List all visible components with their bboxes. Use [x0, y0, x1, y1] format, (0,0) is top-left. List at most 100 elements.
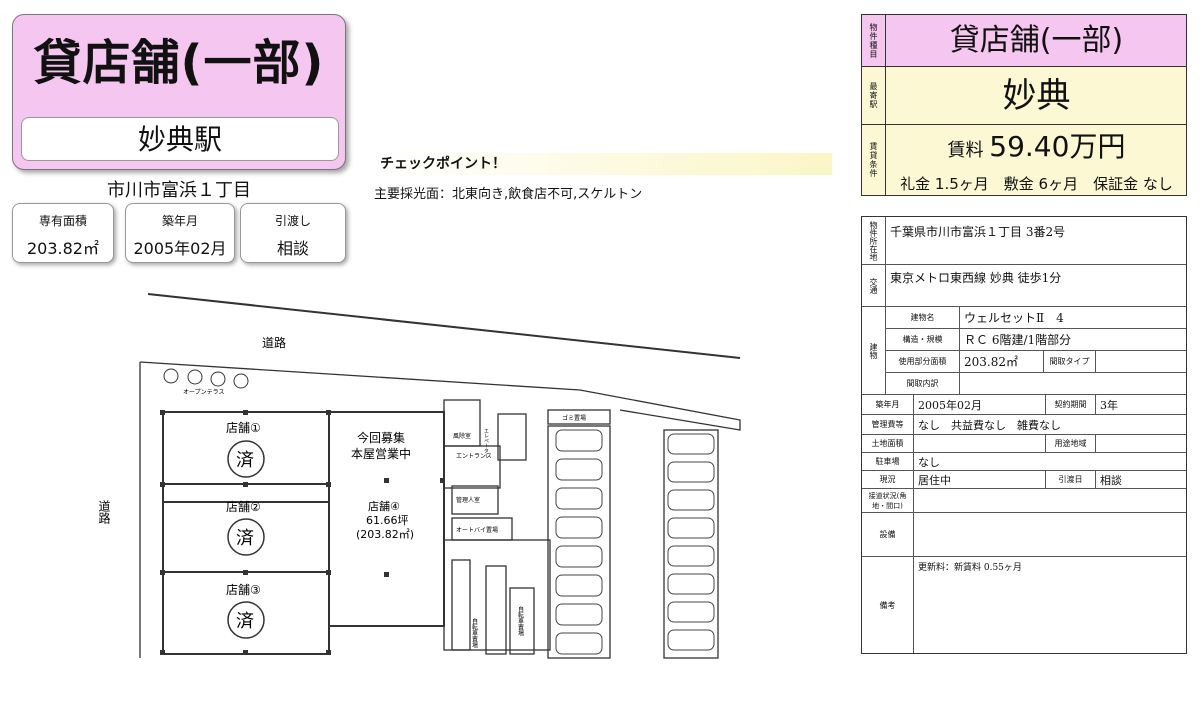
location-label: 物件所在地: [862, 217, 886, 264]
built-chip-label: 築年月: [161, 214, 198, 228]
equip-label: 設備: [862, 513, 914, 556]
area-label: 使用部分面積: [886, 351, 960, 372]
summary-terms-label: 賃貸条件: [862, 125, 886, 195]
parked-car: [555, 574, 603, 597]
parked-car: [667, 433, 715, 455]
equip-row: 設備: [862, 513, 1186, 557]
building-name-label: 建物名: [886, 307, 960, 328]
parked-car: [555, 603, 603, 626]
plan-road-left: 道路: [97, 500, 111, 525]
parking-label: 駐車場: [862, 453, 914, 470]
notes-row: 備考 更新料：新賃料 0.55ヶ月: [862, 557, 1186, 653]
handover-chip: 引渡し 相談: [240, 203, 346, 263]
shop3-stamp: 済: [236, 611, 254, 632]
room-management: 管理人室: [456, 496, 480, 504]
parking-row: 駐車場 なし: [862, 453, 1186, 471]
parking-cars-left: [555, 429, 603, 655]
parked-car: [555, 545, 603, 568]
parked-car: [555, 632, 603, 655]
area-chip-label: 専有面積: [38, 214, 87, 228]
summary-type-value: 貸店舗(一部): [949, 23, 1124, 58]
built-label: 築年月: [862, 395, 914, 414]
structure-label: 構造・規模: [886, 329, 960, 350]
area-value: 203.82㎡: [960, 351, 1044, 372]
land-row: 土地面積 用途地域: [862, 435, 1186, 453]
notes-value: 更新料：新賃料 0.55ヶ月: [918, 563, 1022, 573]
contract-label: 契約期間: [1046, 395, 1096, 414]
summary-box: 物件種目 貸店舗(一部) 最寄駅 妙典 賃貸条件 賃料 59.40万円 礼金 1…: [861, 14, 1187, 196]
handover-value: 相談: [1100, 473, 1122, 487]
transport-label: 交通: [862, 265, 886, 306]
room-waiting: 風除室: [453, 432, 471, 440]
station-name: 妙典駅: [21, 117, 339, 161]
mgmt-value: なし 共益費なし 雑費なし: [918, 418, 1061, 432]
summary-type-label: 物件種目: [862, 15, 886, 66]
room-elevator: エレベーター: [483, 428, 489, 458]
layout-type-label: 間取タイプ: [1044, 351, 1096, 372]
parked-car: [667, 517, 715, 539]
built-row: 築年月 2005年02月 契約期間 3年: [862, 395, 1186, 415]
shop1-stamp: 済: [236, 450, 254, 471]
title-card: 貸店舗(一部) 妙典駅: [12, 14, 346, 170]
room-entrance: エントランス: [456, 453, 492, 460]
summary-station-label: 最寄駅: [862, 67, 886, 124]
shop1-stamp-circle: [227, 440, 265, 478]
building-label: 建物: [862, 307, 886, 394]
notes-label: 備考: [862, 557, 914, 653]
terms-line: 礼金 1.5ヶ月 敷金 6ヶ月 保証金 なし: [900, 175, 1173, 193]
parked-car: [667, 545, 715, 567]
rent-value: 59.40万円: [989, 130, 1126, 163]
shop2-stamp-circle: [227, 518, 265, 556]
summary-terms-row: 賃貸条件 賃料 59.40万円 礼金 1.5ヶ月 敷金 6ヶ月 保証金 なし: [862, 125, 1186, 195]
room-bicycle2: 自転車置場: [517, 605, 524, 637]
area-row: 使用部分面積 203.82㎡ 間取タイプ: [886, 351, 1186, 373]
building-name-row: 建物名 ウェルセットⅡ 4: [886, 307, 1186, 329]
location-row: 物件所在地 千葉県市川市富浜１丁目 3番2号: [862, 217, 1186, 265]
rent-label: 賃料: [947, 140, 984, 161]
road-label: 接道状況(角地・間口): [862, 489, 914, 512]
property-type-title: 貸店舗(一部): [33, 35, 325, 91]
built-value: 2005年02月: [914, 395, 1046, 414]
recruit-line1: 今回募集: [357, 430, 405, 445]
parked-car: [667, 601, 715, 623]
shop3-stamp-circle: [227, 601, 265, 639]
land-label: 土地面積: [862, 435, 914, 452]
shop4-sqm: (203.82㎡): [356, 528, 414, 541]
plan-road-top: 道路: [262, 335, 286, 350]
shop3-name: 店舗③: [226, 583, 261, 597]
shop4-name: 店舗④: [368, 499, 400, 513]
contract-value: 3年: [1100, 398, 1118, 412]
shop4-tsubo: 61.66坪: [366, 514, 409, 527]
summary-station-row: 最寄駅 妙典: [862, 67, 1186, 125]
room-bike: オートバイ置場: [456, 526, 498, 534]
shop2-name: 店舗②: [226, 500, 261, 514]
parked-car: [667, 489, 715, 511]
status-row: 現況 居住中 引渡日 相談: [862, 471, 1186, 489]
parked-car: [555, 516, 603, 539]
summary-terms-cell: 賃料 59.40万円 礼金 1.5ヶ月 敷金 6ヶ月 保証金 なし: [887, 125, 1186, 195]
built-chip-value: 2005年02月: [133, 239, 227, 258]
shop2-stamp: 済: [236, 528, 254, 549]
checkpoint-text: 主要採光面：北東向き,飲食店不可,スケルトン: [374, 187, 643, 202]
parking-cars-right: [667, 433, 715, 651]
summary-type-row: 物件種目 貸店舗(一部): [862, 15, 1186, 67]
floor-plan: 道路 道路 オープンテラス 店舗① 済 店舗② 済 店舗③ 済 今回募集 本屋営…: [97, 293, 741, 659]
parking-value: なし: [918, 455, 940, 469]
built-chip: 築年月 2005年02月: [125, 203, 235, 263]
parked-car: [555, 429, 603, 452]
transport-value: 東京メトロ東西線 妙典 徒歩1分: [890, 271, 1062, 285]
address-short: 市川市富浜１丁目: [107, 180, 251, 201]
status-label: 現況: [862, 471, 914, 488]
layout-detail-row: 間取内訳: [886, 373, 1186, 395]
location-value: 千葉県市川市富浜１丁目 3番2号: [890, 225, 1066, 239]
road-row: 接道状況(角地・間口): [862, 489, 1186, 513]
room-bicycle1: 自転車置場: [471, 617, 478, 649]
parked-car: [555, 458, 603, 481]
parked-car: [667, 573, 715, 595]
mgmt-label: 管理費等: [862, 415, 914, 434]
structure-row: 構造・規模 ＲＣ 6階建/1階部分: [886, 329, 1186, 351]
handover-label: 引渡日: [1046, 471, 1096, 488]
land-value: [914, 435, 1046, 452]
area-chip: 専有面積 203.82㎡: [12, 203, 114, 263]
recruit-line2: 本屋営業中: [351, 446, 411, 461]
